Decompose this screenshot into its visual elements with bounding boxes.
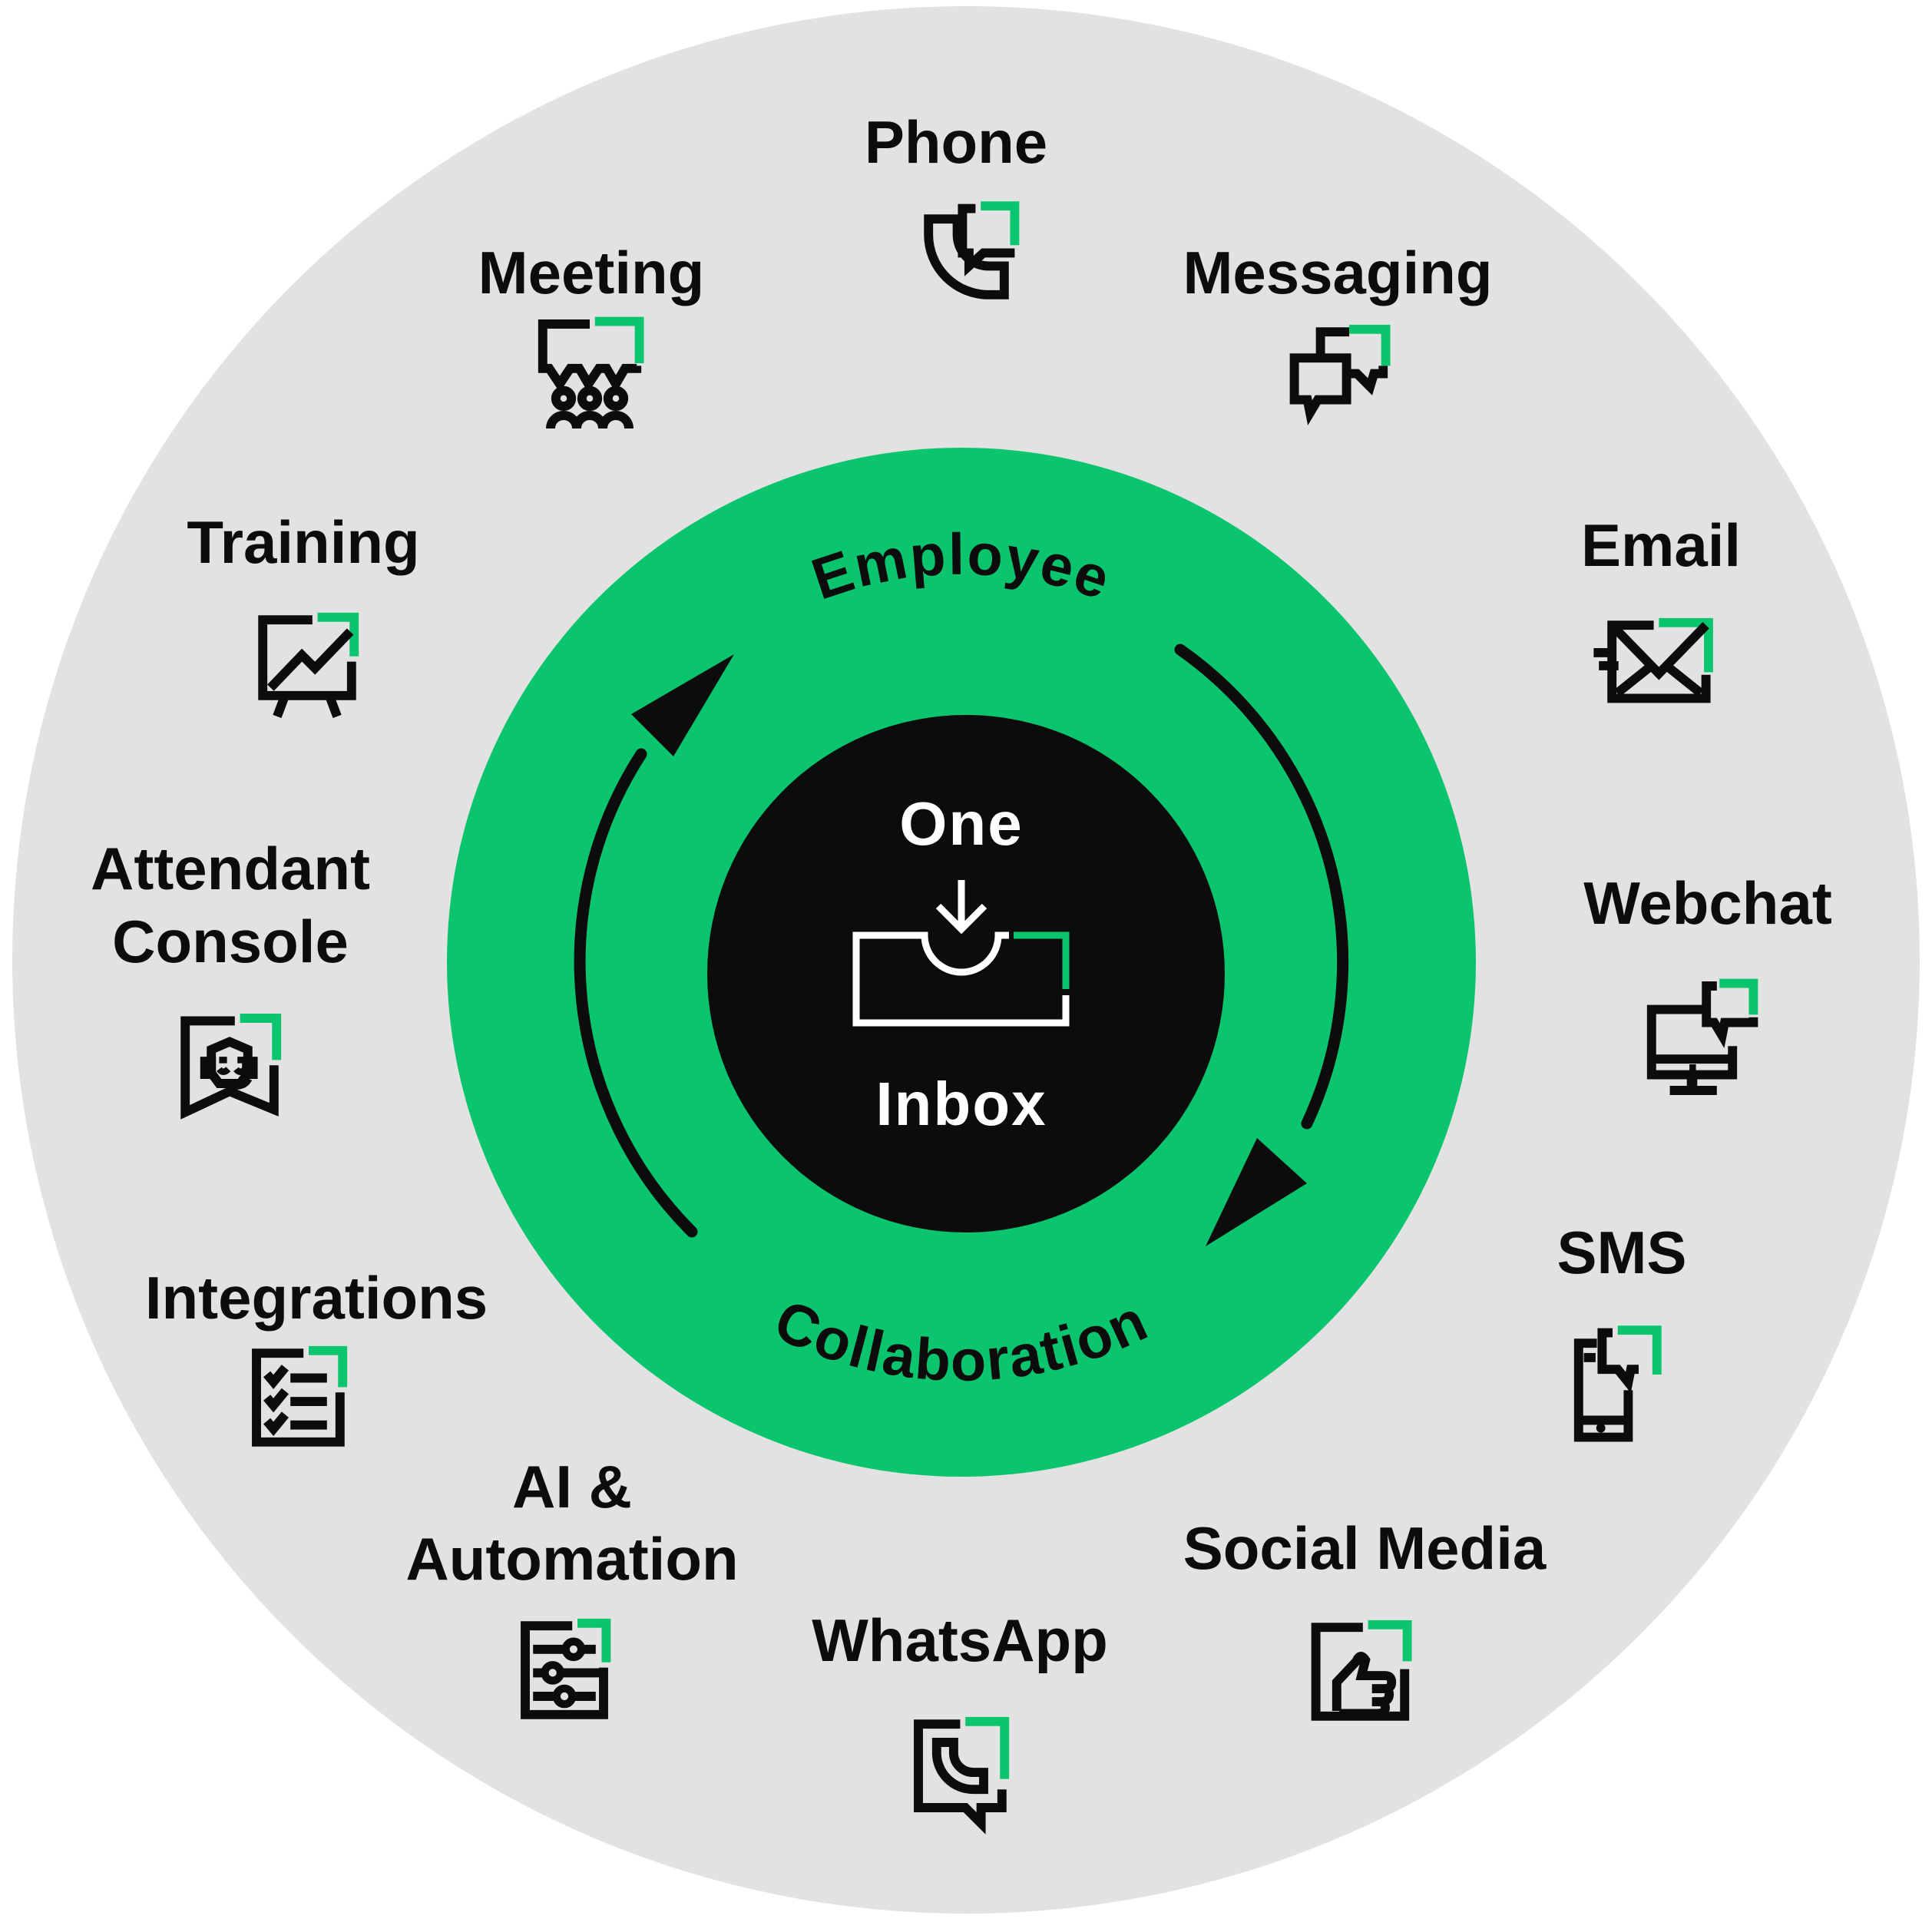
- channel-label: WhatsApp: [812, 1606, 1108, 1674]
- integrations-icon: [252, 1345, 348, 1447]
- channel-label-line2: Console: [112, 908, 349, 975]
- green-corner-accent: [965, 1716, 1010, 1779]
- channel-attendant-console: Attendant Console: [91, 835, 370, 1120]
- channel-label: Email: [1581, 511, 1741, 579]
- email-icon: [1593, 617, 1713, 703]
- green-corner-accent: [1349, 324, 1391, 366]
- cycle-arc-right: [1174, 644, 1349, 1130]
- channel-label-line2: Automation: [405, 1525, 738, 1593]
- channel-social-media: Social Media: [1183, 1514, 1547, 1721]
- audience: [546, 411, 634, 429]
- trend-line: [267, 628, 354, 691]
- thumbs-up-icon: [1332, 1652, 1397, 1719]
- green-corner-accent: [981, 201, 1020, 246]
- channel-phone: Phone: [865, 108, 1047, 299]
- sms-icon: [1573, 1325, 1662, 1442]
- meeting-icon: [538, 316, 644, 429]
- cycle-arc-left: [574, 748, 698, 1238]
- channel-label: Integrations: [145, 1264, 488, 1332]
- channel-label: Messaging: [1183, 239, 1492, 306]
- channel-label: Social Media: [1183, 1514, 1547, 1582]
- phone-icon: [924, 201, 1020, 299]
- cycle-arrowhead-down-icon: [1206, 1138, 1307, 1246]
- center-line2: Inbox: [875, 1070, 1047, 1138]
- green-corner-accent: [1719, 978, 1758, 1015]
- messaging-icon: [1289, 324, 1391, 425]
- channel-label: Webchat: [1583, 869, 1832, 937]
- webchat-icon: [1646, 978, 1758, 1095]
- ai-automation-icon: [521, 1618, 611, 1719]
- cycle-arrowhead-up-icon: [631, 654, 734, 756]
- channel-label: Training: [187, 508, 419, 576]
- green-corner-accent: [594, 316, 644, 364]
- green-corner-accent: [317, 612, 359, 657]
- channel-messaging: Messaging: [1183, 239, 1493, 425]
- channel-label: SMS: [1557, 1219, 1686, 1286]
- speed-lines: [1593, 647, 1619, 670]
- green-corner-accent: [1617, 1325, 1662, 1375]
- green-corner-accent: [240, 1014, 282, 1060]
- inbox-green-corner: [1014, 931, 1070, 989]
- checklist-marks: [263, 1365, 327, 1437]
- green-corner-accent: [1659, 617, 1713, 673]
- down-arrow-icon: [935, 880, 988, 935]
- channel-training: Training: [187, 508, 420, 719]
- channel-label: Phone: [865, 108, 1047, 176]
- whatsapp-icon: [914, 1716, 1010, 1835]
- green-corner-accent: [577, 1618, 611, 1663]
- channel-ai-automation: AI & Automation: [405, 1453, 739, 1719]
- channel-webchat: Webchat: [1583, 869, 1832, 1095]
- inbox-tray-icon: [852, 880, 1070, 1027]
- green-corner-accent: [1368, 1620, 1412, 1662]
- center-line1: One: [899, 789, 1024, 858]
- channel-label: Meeting: [478, 239, 705, 306]
- attendant-console-icon: [180, 1014, 282, 1120]
- channel-sms: SMS: [1557, 1219, 1687, 1442]
- easel-legs: [273, 693, 342, 719]
- channel-label: AI &: [512, 1453, 632, 1520]
- headset: [200, 1057, 258, 1090]
- channel-email: Email: [1581, 511, 1741, 703]
- channel-integrations: Integrations: [145, 1264, 488, 1447]
- training-icon: [258, 612, 359, 719]
- channel-label: Attendant: [91, 835, 370, 902]
- channel-whatsapp: WhatsApp: [812, 1606, 1108, 1835]
- social-media-icon: [1311, 1620, 1412, 1721]
- green-corner-accent: [309, 1345, 348, 1388]
- channel-meeting: Meeting: [478, 239, 705, 429]
- handset-icon: [931, 1738, 988, 1795]
